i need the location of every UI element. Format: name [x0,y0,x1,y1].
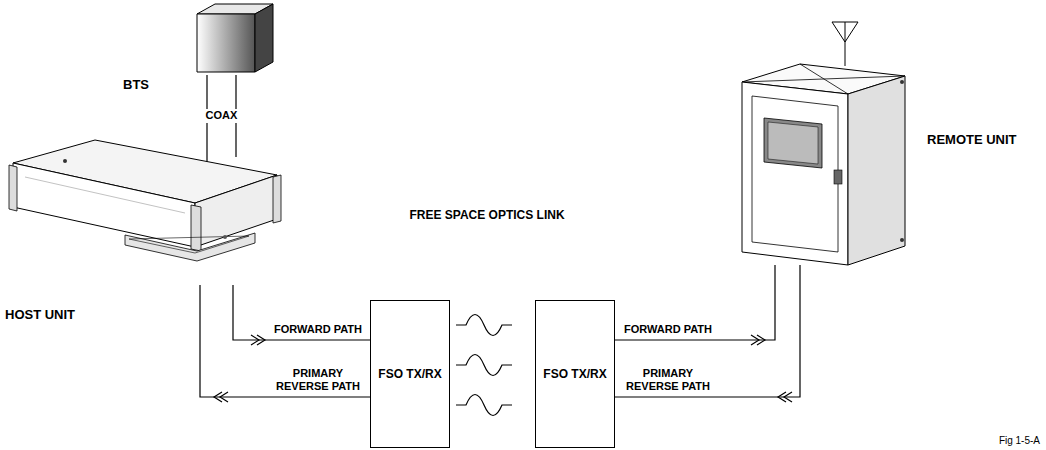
path-label: COAX [204,109,240,123]
path-label: PRIMARY REVERSE PATH [271,367,365,395]
node-label: HOST UNIT [5,307,75,322]
path-label: FORWARD PATH [621,323,715,337]
remote-unit: REMOTE UNIT [730,20,915,265]
signal-line [200,285,370,397]
node-label: FSO TX/RX [374,367,445,381]
host-unit: HOST UNIT [5,135,280,285]
signal-line [615,265,775,340]
signal-line [615,265,800,397]
figure-number: Fig 1-5-A [999,435,1040,446]
arrow-head [220,392,228,402]
arrow-head [751,335,759,345]
path-label: FORWARD PATH [271,323,365,337]
node-label: BTS [123,77,149,92]
host-unit-drawing [5,135,286,291]
node-label: REMOTE UNIT [927,132,1017,147]
fso-transceiver: FSO TX/RX [370,300,450,448]
link-title: FREE SPACE OPTICS LINK [409,208,564,222]
bts-cube-drawing [195,2,281,81]
free-space-waves [456,315,512,416]
arrow-head [784,392,792,402]
bts-cube: BTS [195,2,275,75]
arrow-head [251,335,259,345]
fso-transceiver: FSO TX/RX [535,300,615,448]
remote-unit-drawing [730,20,921,271]
node-label: FSO TX/RX [539,367,610,381]
path-label: PRIMARY REVERSE PATH [621,367,715,395]
signal-line [233,285,370,340]
